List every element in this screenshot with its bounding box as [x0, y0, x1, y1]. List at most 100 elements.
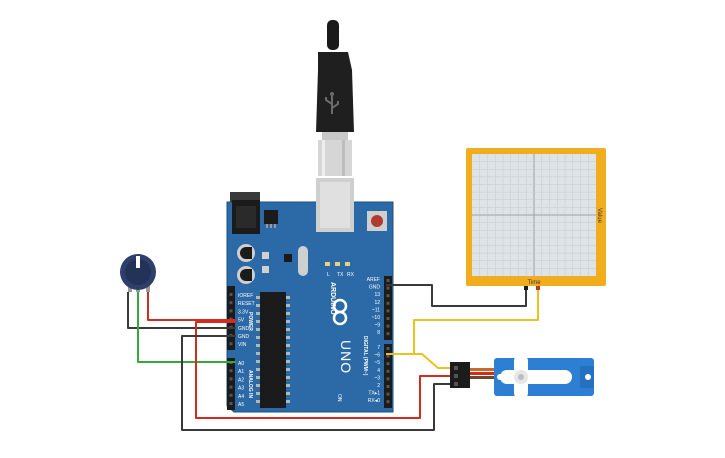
capacitor	[237, 244, 255, 262]
header-pin[interactable]	[386, 332, 390, 336]
pin-label: IOREF	[238, 293, 253, 299]
header-pin[interactable]	[229, 393, 233, 397]
header-pin[interactable]	[386, 385, 390, 388]
header-pin[interactable]	[386, 354, 390, 358]
usb-cable[interactable]	[316, 20, 354, 176]
header-pin[interactable]	[386, 279, 390, 282]
header-pin[interactable]	[229, 402, 233, 405]
rx-led-label: RX	[347, 272, 355, 278]
pin-label: A5	[238, 402, 244, 408]
crystal-oscillator	[298, 246, 308, 276]
header-pin[interactable]	[386, 294, 390, 298]
pin-label: A1	[238, 369, 244, 375]
pin-label: RX◂0	[368, 398, 380, 404]
header-pin[interactable]	[386, 301, 390, 305]
header-pin[interactable]	[229, 301, 233, 305]
pin-label: GND	[238, 326, 250, 332]
header-pin[interactable]	[229, 309, 233, 313]
pin-label: GND	[369, 285, 381, 291]
header-pin[interactable]	[386, 369, 390, 373]
header-pin[interactable]	[229, 377, 233, 381]
pin-label: 4	[377, 368, 380, 374]
pin-label: 13	[374, 292, 380, 298]
header-pin[interactable]	[229, 369, 233, 373]
header-pin-holes	[229, 279, 390, 405]
header-pin[interactable]	[386, 286, 390, 290]
servo-connector[interactable]	[450, 362, 470, 388]
digital-header-top	[384, 276, 392, 340]
microcontroller-chip	[256, 292, 290, 408]
pin-label: ~5	[374, 360, 380, 366]
header-pin[interactable]	[229, 293, 233, 296]
analog-header-label: ANALOG IN	[247, 370, 253, 398]
power-pin-labels: IOREF RESET 3.3V 5V GND GND VIN	[238, 293, 255, 348]
oscilloscope-y-label: Value	[596, 208, 602, 224]
oscilloscope-grid	[472, 154, 596, 276]
reset-button[interactable]	[367, 211, 387, 231]
digital-header-label: DIGITAL (PWM~)	[362, 336, 368, 376]
digital-pin-labels-bottom: 7 ~6~5 4~3 2TX▸1RX◂0	[368, 345, 380, 404]
tx-led-label: TX	[337, 272, 344, 278]
wire-pin6-servo[interactable]	[386, 353, 450, 369]
pin-label: ~6	[374, 353, 380, 359]
oscilloscope-x-label: Time	[527, 280, 541, 286]
wire-pin6-oscilloscope[interactable]	[386, 286, 539, 355]
wire-pot-gnd[interactable]	[127, 292, 236, 329]
pin-label: ~9	[374, 323, 380, 329]
wire-pot-a0[interactable]	[137, 292, 236, 363]
voltage-regulator	[264, 210, 278, 224]
oscilloscope-terminal-signal[interactable]	[536, 286, 540, 290]
header-pin[interactable]	[386, 317, 390, 320]
pin-label: ~11	[372, 307, 380, 313]
arduino-uno-board[interactable]: L TX RX	[226, 178, 394, 413]
pin-label: 2	[377, 383, 380, 389]
header-pin[interactable]	[386, 324, 390, 328]
pin-label: A2	[238, 377, 244, 383]
board-model: UNO	[338, 340, 354, 374]
header-pin[interactable]	[229, 385, 233, 389]
pin-label: VIN	[238, 342, 247, 348]
header-pin[interactable]	[386, 309, 390, 313]
board-brand: ARDUINO	[329, 282, 336, 315]
wires	[127, 284, 539, 431]
wire-gnd-oscilloscope[interactable]	[386, 284, 527, 307]
pin-label: 12	[374, 300, 380, 306]
servo-motor-icon[interactable]	[450, 355, 594, 399]
wire-pot-5v[interactable]	[147, 290, 236, 321]
on-led-label: ON	[336, 394, 342, 402]
pin-label: 8	[377, 330, 380, 336]
digital-header-bottom	[384, 344, 392, 408]
header-pin[interactable]	[386, 347, 390, 350]
pin-label: TX▸1	[368, 391, 380, 397]
analog-header	[227, 358, 235, 410]
wire-servo-5v[interactable]	[195, 321, 450, 419]
power-jack	[230, 192, 260, 234]
pin-label: GND	[238, 334, 250, 340]
header-pin[interactable]	[386, 400, 390, 404]
pin-label: 5V	[238, 318, 245, 324]
arduino-logo-icon	[332, 298, 348, 326]
pin-label: RESET	[238, 301, 255, 307]
wire-servo-gnd[interactable]	[181, 335, 450, 431]
header-pin[interactable]	[386, 362, 390, 366]
pin-label: ~3	[374, 375, 380, 381]
oscilloscope-terminal-gnd[interactable]	[524, 286, 528, 290]
power-header-label: POWER	[247, 312, 253, 331]
servo-horn	[500, 355, 572, 399]
header-pin[interactable]	[229, 342, 233, 346]
pin-label: A0	[238, 361, 244, 367]
header-pin[interactable]	[386, 392, 390, 396]
pin-label: 7	[377, 345, 380, 351]
pin-label: ~10	[372, 315, 381, 321]
header-pin[interactable]	[386, 377, 390, 381]
pin-label: A3	[238, 386, 244, 392]
oscilloscope[interactable]: Time Value	[466, 148, 606, 290]
pin-label: 3.3V	[238, 309, 249, 315]
l-led-label: L	[327, 272, 330, 278]
pin-label: A4	[238, 394, 244, 400]
potentiometer[interactable]	[120, 254, 156, 292]
